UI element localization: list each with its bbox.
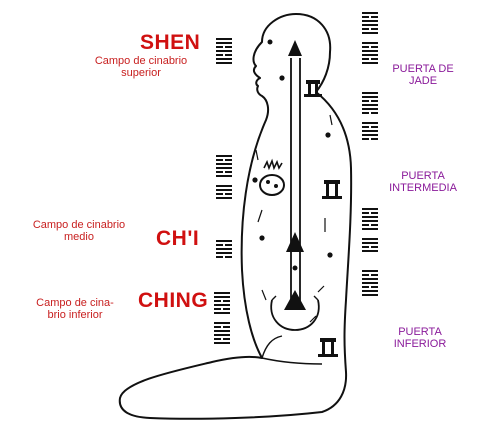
hexagram-icon	[216, 155, 232, 199]
label-ching-desc-line1: Campo de cina-	[36, 297, 114, 309]
label-shen-desc: Campo de cinabrio superior	[82, 55, 200, 79]
ching-flame-icon	[284, 290, 306, 310]
label-ching-desc-line2: brio inferior	[47, 308, 103, 321]
crown-dot	[267, 39, 273, 45]
ching-bowl	[270, 299, 320, 331]
ching-bowl-lip	[271, 295, 319, 301]
label-gate-jade-line1: PUERTA DE	[392, 63, 454, 75]
label-gate-jade-line2: JADE	[408, 74, 438, 87]
hexagram-icon	[214, 292, 230, 344]
hexagram-icon	[216, 38, 232, 64]
hexagram-icons	[214, 12, 378, 344]
lap-line	[261, 357, 323, 365]
heart-ornament-icon	[259, 158, 285, 196]
label-gate-mid-line1: PUERTA	[401, 170, 445, 182]
body-outline	[118, 13, 353, 420]
gate-mid-icon	[322, 180, 342, 199]
label-ching: CHING	[138, 289, 209, 312]
chi-dot	[292, 265, 298, 271]
label-gate-low-line1: PUERTA	[398, 326, 442, 338]
label-gate-mid: PUERTA INTERMEDIA	[380, 170, 466, 194]
label-ching-desc: Campo de cina- brio inferior	[20, 297, 130, 321]
label-shen-desc-line2: superior	[121, 66, 161, 79]
gate-low-icon	[318, 338, 338, 357]
chi-flame-icon	[286, 232, 304, 252]
knee-line	[261, 335, 283, 359]
label-chi-desc-line2: medio	[64, 230, 94, 243]
hexagram-icon	[362, 12, 378, 64]
hexagram-icon	[362, 270, 378, 296]
label-shen-desc-line1: Campo de cinabrio	[94, 55, 188, 67]
label-chi-desc-line1: Campo de cinabrio	[32, 219, 126, 231]
label-chi: CH'I	[156, 227, 200, 250]
hexagram-icon	[362, 208, 378, 252]
hexagram-icon	[362, 92, 378, 140]
circulation-marks	[252, 75, 333, 323]
gate-jade-icon	[304, 80, 322, 97]
hexagram-icon	[216, 240, 232, 258]
label-gate-mid-line2: INTERMEDIA	[389, 181, 457, 194]
shen-flame-icon	[288, 40, 302, 56]
label-gate-jade: PUERTA DE JADE	[384, 63, 462, 87]
label-chi-desc: Campo de cinabrio medio	[20, 219, 138, 243]
label-gate-low-line2: INFERIOR	[393, 337, 447, 350]
label-shen: SHEN	[140, 31, 201, 54]
label-gate-low: PUERTA INFERIOR	[380, 326, 460, 350]
